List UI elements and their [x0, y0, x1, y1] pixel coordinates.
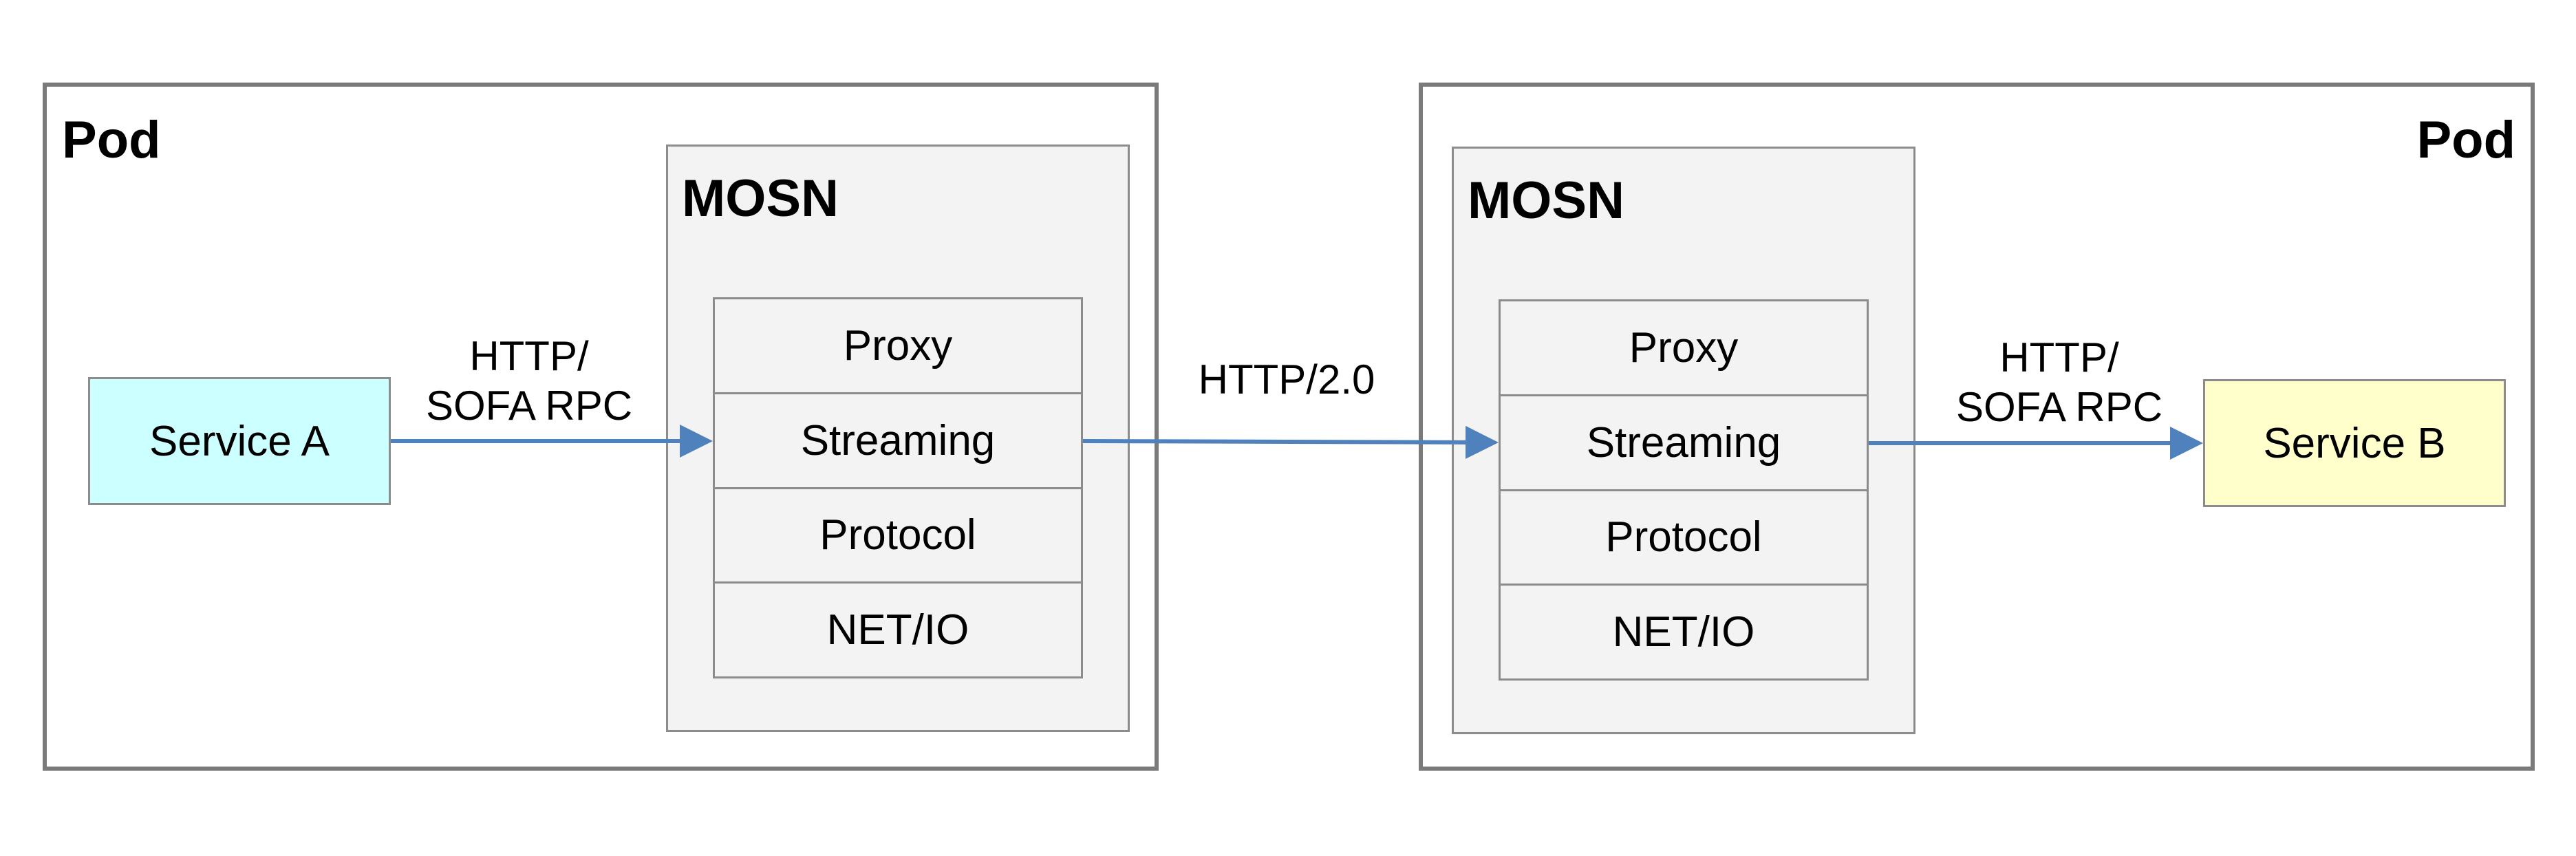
- pod-right-title: Pod: [2416, 111, 2515, 169]
- layer-protocol: Protocol: [715, 486, 1081, 582]
- layer-protocol: Protocol: [1501, 489, 1867, 584]
- edge-label-line1: HTTP/2.0: [1198, 356, 1375, 403]
- layer-streaming: Streaming: [1501, 394, 1867, 489]
- edge-label-line2: SOFA RPC: [425, 383, 633, 429]
- mosn-right-stack: Proxy Streaming Protocol NET/IO: [1499, 299, 1869, 681]
- layer-net-io: NET/IO: [1501, 584, 1867, 678]
- service-b: Service B: [2203, 379, 2506, 507]
- mosn-right-title: MOSN: [1468, 171, 1624, 230]
- layer-proxy: Proxy: [1629, 323, 1739, 372]
- mosn-left-title: MOSN: [682, 169, 839, 228]
- edge-label-line1: HTTP/: [1999, 334, 2119, 381]
- edge-label-line1: HTTP/: [469, 333, 589, 379]
- service-a: Service A: [88, 377, 391, 505]
- edge-label-mosn-to-b: HTTP/ SOFA RPC: [1950, 333, 2169, 432]
- mosn-left-stack: Proxy Streaming Protocol NET/IO: [713, 297, 1083, 678]
- layer-proxy: Proxy: [843, 321, 953, 370]
- service-a-label: Service A: [149, 417, 330, 465]
- layer-streaming: Streaming: [715, 392, 1081, 487]
- layer-net-io: NET/IO: [715, 581, 1081, 676]
- arrow-mosn-to-mosn: [1082, 425, 1499, 459]
- service-b-label: Service B: [2263, 419, 2446, 467]
- edge-label-a-to-mosn: HTTP/ SOFA RPC: [420, 332, 638, 431]
- pod-left-title: Pod: [62, 111, 161, 169]
- edge-label-line2: SOFA RPC: [1955, 384, 2163, 430]
- edge-label-mosn-to-mosn: HTTP/2.0: [1170, 355, 1404, 405]
